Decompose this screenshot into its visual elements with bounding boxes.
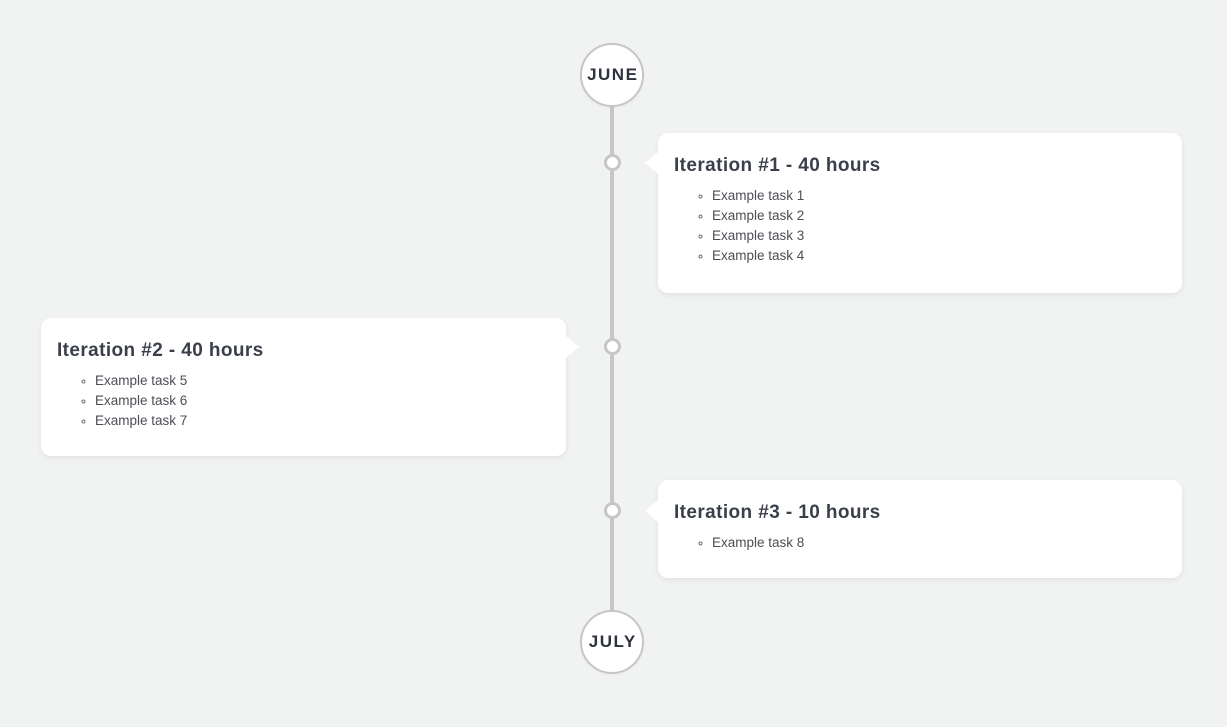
milestone-title: Iteration #2 - 40 hours: [57, 340, 264, 361]
milestone-title: Iteration #3 - 10 hours: [674, 502, 881, 523]
milestone-card-iteration-1: Iteration #1 - 40 hours Example task 1 E…: [645, 133, 1182, 293]
task-item: Example task 8: [712, 533, 1166, 553]
card-notch-icon: [645, 152, 658, 174]
task-item: Example task 1: [712, 186, 1166, 206]
task-list: Example task 8: [674, 533, 1166, 553]
task-item: Example task 4: [712, 246, 1166, 266]
task-item: Example task 6: [95, 391, 550, 411]
milestone-dot-1: [604, 154, 621, 171]
milestone-card-iteration-3: Iteration #3 - 10 hours Example task 8: [645, 480, 1182, 578]
task-list: Example task 1 Example task 2 Example ta…: [674, 186, 1166, 266]
timeline-line: [610, 107, 614, 610]
task-item: Example task 5: [95, 371, 550, 391]
milestone-dot-3: [604, 502, 621, 519]
task-item: Example task 3: [712, 226, 1166, 246]
card-notch-icon: [645, 500, 658, 522]
task-list: Example task 5 Example task 6 Example ta…: [57, 371, 550, 431]
card-notch-icon: [566, 336, 579, 358]
timeline-end-node: JULY: [580, 610, 644, 674]
task-item: Example task 2: [712, 206, 1166, 226]
task-item: Example task 7: [95, 411, 550, 431]
milestone-title: Iteration #1 - 40 hours: [674, 155, 881, 176]
timeline-start-node: JUNE: [580, 43, 644, 107]
milestone-dot-2: [604, 338, 621, 355]
milestone-card-iteration-2: Iteration #2 - 40 hours Example task 5 E…: [41, 318, 579, 456]
